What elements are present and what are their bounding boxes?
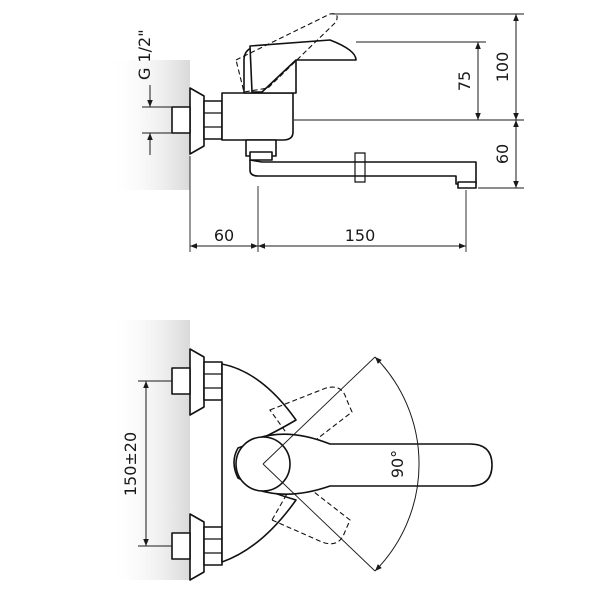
lever-handle-top bbox=[257, 433, 493, 495]
dim-spout-reach: 150 bbox=[345, 226, 376, 245]
aerator bbox=[457, 181, 477, 189]
lever-ghost-position bbox=[235, 13, 338, 93]
mixer-body bbox=[221, 363, 297, 563]
wall-rosette bbox=[189, 87, 205, 155]
dim-rotation: 90° bbox=[262, 356, 420, 572]
side-view: G 1/2" 60 150 75 100 60 bbox=[108, 13, 524, 252]
valve-body bbox=[221, 92, 294, 141]
upper-nut bbox=[203, 361, 223, 401]
inlet-pipe bbox=[171, 106, 191, 134]
dim-total-height: 100 bbox=[493, 52, 512, 83]
lower-nut bbox=[203, 526, 223, 566]
thread-size-label: G 1/2" bbox=[135, 29, 154, 80]
connection-nut bbox=[203, 100, 223, 140]
lever-ghost-rotated bbox=[269, 386, 353, 545]
upper-rosette bbox=[189, 348, 205, 416]
dim-lever-height: 75 bbox=[455, 71, 474, 91]
center-distance-label: 150±20 bbox=[121, 432, 140, 496]
lower-inlet bbox=[171, 532, 191, 560]
dim-spout-drop: 60 bbox=[493, 144, 512, 164]
top-view: 150±20 90° bbox=[108, 320, 493, 581]
dim-wall-to-axis: 60 bbox=[214, 226, 234, 245]
dim-center-distance: 150±20 bbox=[121, 380, 172, 547]
lever-handle bbox=[249, 39, 357, 93]
dim-vertical: 75 100 60 bbox=[294, 13, 524, 189]
spout bbox=[249, 159, 477, 185]
lower-rosette bbox=[189, 513, 205, 581]
dim-horizontal: 60 150 bbox=[189, 156, 467, 252]
rotation-angle-label: 90° bbox=[388, 450, 407, 478]
upper-inlet bbox=[171, 367, 191, 395]
dim-thread: G 1/2" bbox=[135, 29, 172, 155]
